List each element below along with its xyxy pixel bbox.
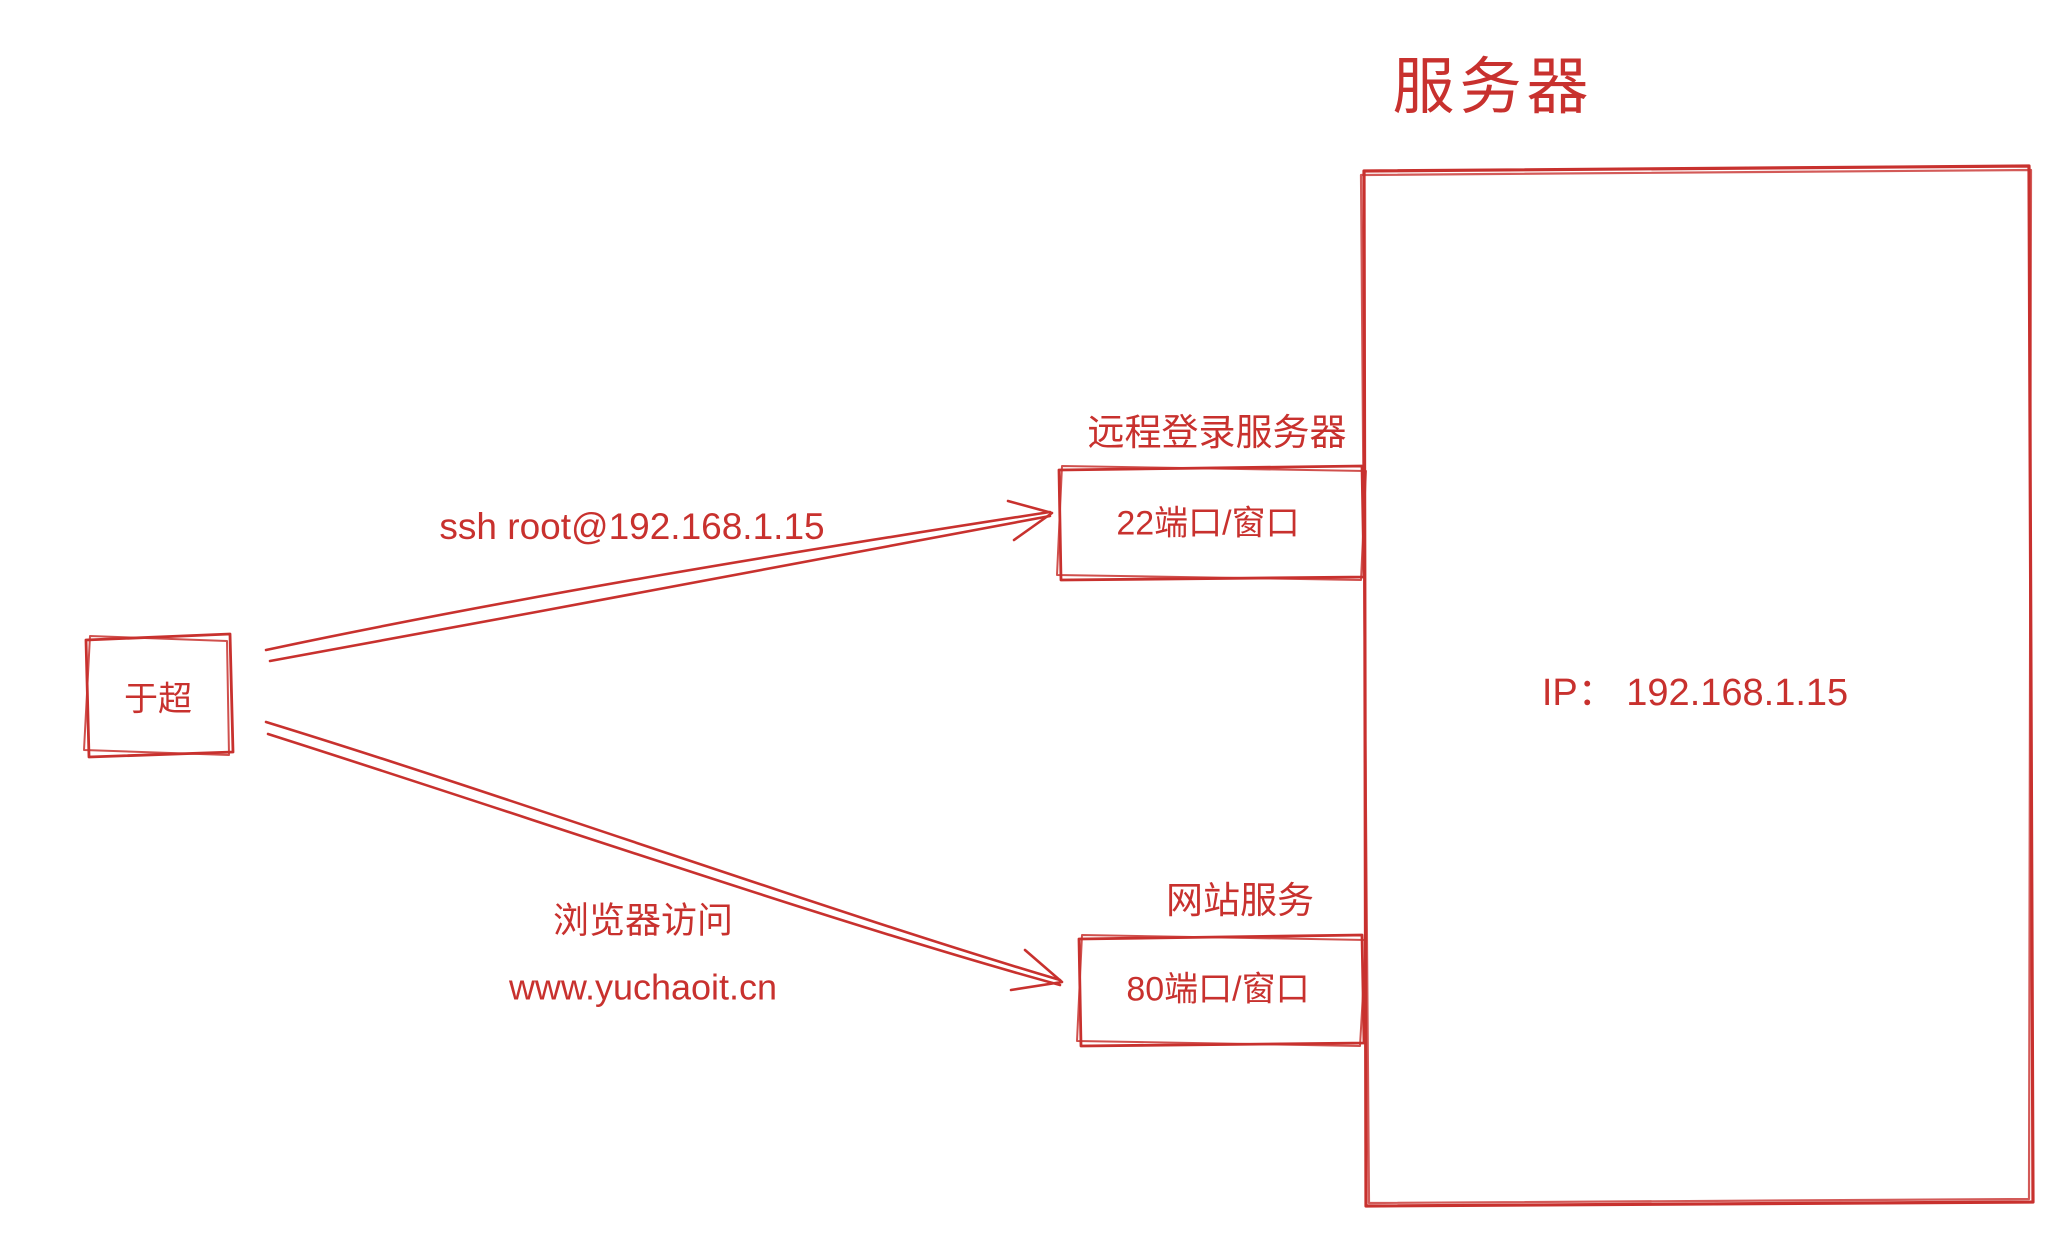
ssh-port-box-outline-2 [1056, 465, 1367, 581]
web-service-label: 网站服务 [1166, 879, 1314, 921]
ssh-port-box [1056, 464, 1367, 582]
web-access-label-line2: www.yuchaoit.cn [508, 966, 778, 1007]
web-access-label: 浏览器访问 www.yuchaoit.cn [509, 887, 777, 1020]
web-port-box-outline [1077, 933, 1366, 1048]
ssh-port-label: 22端口/窗口 [1116, 504, 1300, 543]
ssh-arrow-head [1006, 499, 1054, 542]
client-box-outline-2 [83, 635, 230, 756]
client-label: 于超 [124, 680, 192, 719]
web-port-label: 80端口/窗口 [1126, 970, 1310, 1009]
ssh-port-box-outline [1057, 464, 1366, 582]
web-arrow [264, 720, 1064, 992]
ssh-arrow-shaft-1 [264, 510, 1052, 652]
client-box-outline [84, 632, 235, 759]
web-arrow-shaft-1 [264, 720, 1062, 982]
ssh-service-label: 远程登录服务器 [1087, 411, 1347, 453]
server-box [1359, 164, 2035, 1208]
ssh-command-label: ssh root@192.168.1.15 [439, 505, 825, 547]
ssh-arrow-shaft-2 [268, 514, 1052, 663]
client-box [83, 632, 235, 759]
web-arrow-head [1009, 948, 1064, 992]
web-port-box-outline-2 [1076, 934, 1367, 1047]
server-box-outline-2 [1359, 168, 2033, 1205]
server-ip-label: IP： 192.168.1.15 [1541, 672, 1849, 715]
web-arrow-shaft-2 [266, 732, 1062, 987]
ssh-arrow [264, 499, 1054, 663]
diagram-title: 服务器 [1392, 52, 1594, 122]
web-access-label-line1: 浏览器访问 [552, 899, 733, 941]
web-port-box [1076, 933, 1367, 1048]
